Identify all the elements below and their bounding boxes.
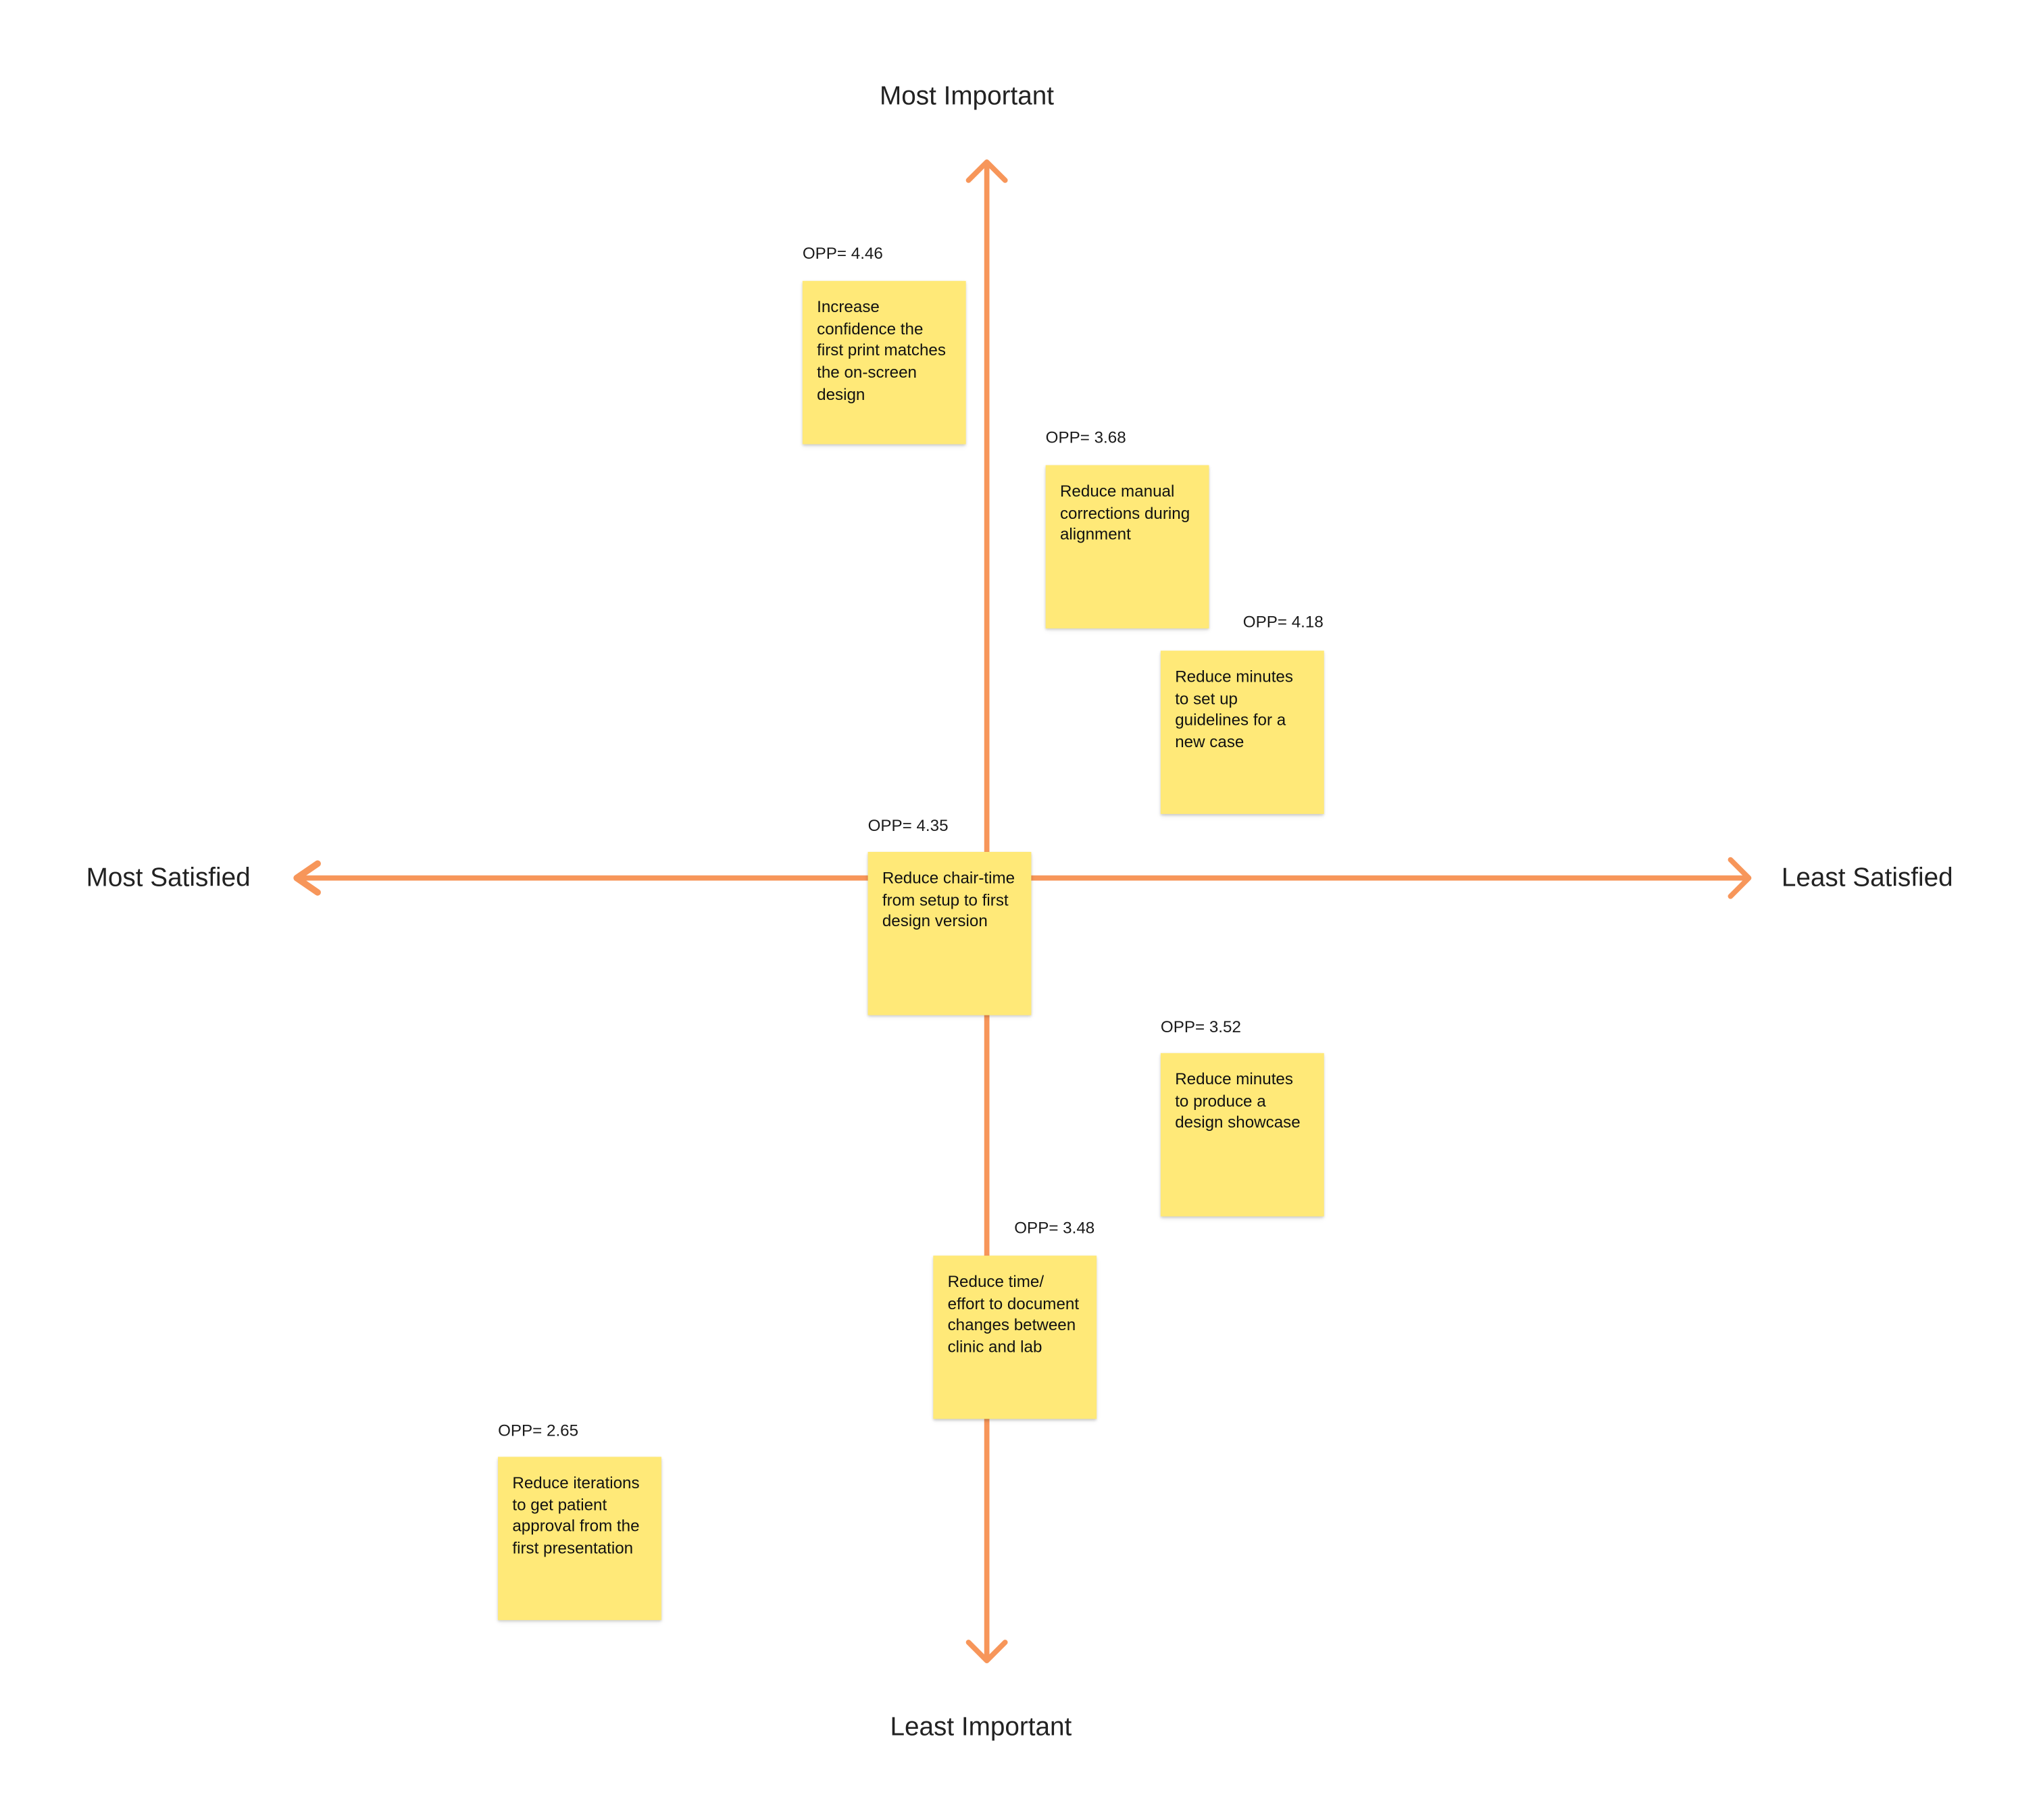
sticky-note[interactable]: Reduce manual corrections during alignme… bbox=[1045, 465, 1209, 629]
axis-label-most-satisfied: Most Satisfied bbox=[86, 863, 251, 892]
opp-score: OPP= 2.65 bbox=[498, 1421, 579, 1440]
sticky-note[interactable]: Reduce chair-time from setup to first de… bbox=[867, 851, 1032, 1015]
axis-label-most-important: Most Important bbox=[879, 82, 1055, 111]
opp-score: OPP= 3.52 bbox=[1160, 1017, 1241, 1036]
arrow-up-icon bbox=[965, 159, 1008, 183]
sticky-note[interactable]: Reduce iterations to get patient approva… bbox=[498, 1457, 661, 1621]
axis-label-least-important: Least Important bbox=[890, 1713, 1072, 1742]
sticky-note[interactable]: Reduce time/ effort to document changes … bbox=[933, 1255, 1097, 1419]
arrow-left-icon bbox=[293, 860, 321, 896]
axis-label-least-satisfied: Least Satisfied bbox=[1781, 863, 1953, 892]
arrow-down-icon bbox=[965, 1640, 1008, 1663]
sticky-note[interactable]: Increase confidence the first print matc… bbox=[802, 280, 966, 445]
opp-score: OPP= 4.46 bbox=[802, 244, 883, 263]
sticky-note[interactable]: Reduce minutes to produce a design showc… bbox=[1160, 1053, 1324, 1217]
opp-score: OPP= 3.48 bbox=[1014, 1219, 1095, 1238]
opp-score: OPP= 4.18 bbox=[1242, 613, 1324, 632]
arrow-right-icon bbox=[1728, 857, 1752, 899]
sticky-note[interactable]: Reduce minutes to set up guidelines for … bbox=[1160, 651, 1324, 814]
opp-score: OPP= 3.68 bbox=[1045, 428, 1126, 447]
opp-score: OPP= 4.35 bbox=[867, 816, 949, 835]
